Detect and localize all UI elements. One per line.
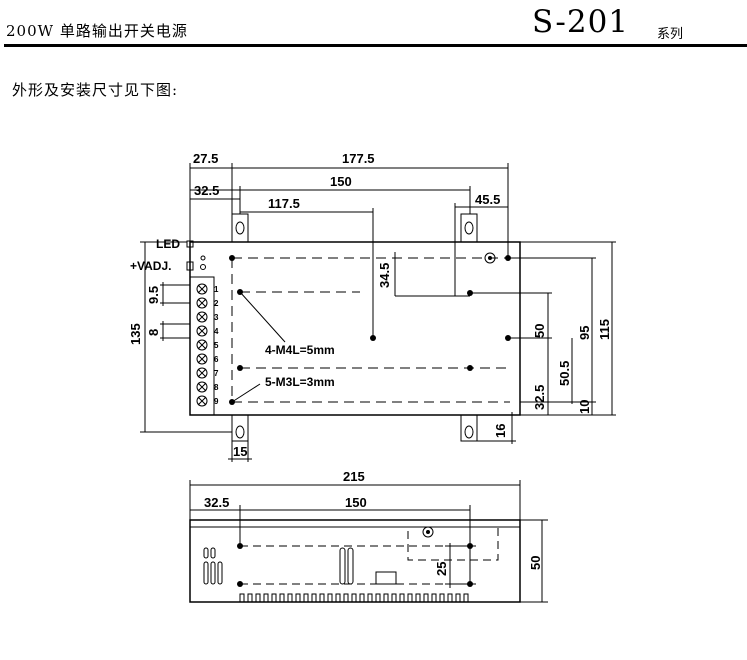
model-number: S-201 — [532, 4, 630, 40]
dim-117-5: 117.5 — [268, 196, 300, 211]
dim-34-5: 34.5 — [377, 263, 392, 288]
dim-95: 95 — [577, 326, 592, 340]
dim-32-5-vertical: 32.5 — [532, 385, 547, 410]
m4-screw-label: 4-M4L=5mm — [265, 343, 335, 357]
led-label: LED — [156, 237, 180, 251]
side-dim-150: 150 — [345, 495, 367, 510]
dim-16: 16 — [493, 424, 508, 438]
series-label: 系列 — [657, 27, 684, 42]
vadj-dot — [200, 264, 206, 270]
svg-text:2: 2 — [214, 299, 219, 308]
svg-text:8: 8 — [214, 383, 219, 392]
header-rule — [4, 44, 747, 47]
dim-27-5: 27.5 — [193, 151, 218, 166]
svg-text:6: 6 — [214, 355, 219, 364]
m3-screw-label: 5-M3L=3mm — [265, 375, 335, 389]
mount-tab — [231, 213, 249, 243]
bottom-dimension-lines — [228, 412, 516, 462]
dim-9-5: 9.5 — [146, 286, 161, 304]
side-view: 215 32.5 150 25 50 — [189, 469, 548, 603]
side-connector — [375, 571, 397, 585]
dim-177-5: 177.5 — [342, 151, 375, 166]
dim-10: 10 — [577, 400, 592, 414]
side-body-outline — [189, 519, 521, 603]
left-dimension-lines — [140, 241, 232, 433]
dim-8: 8 — [146, 329, 161, 336]
side-dim-25: 25 — [434, 562, 449, 576]
bottom-louvres — [239, 593, 469, 602]
svg-text:4: 4 — [214, 327, 219, 336]
tab-hole — [235, 221, 245, 235]
dim-32-5: 32.5 — [194, 183, 219, 198]
side-centre-lines — [240, 526, 499, 585]
dim-50-5: 50.5 — [557, 361, 572, 386]
mount-tab — [460, 213, 478, 243]
vadj-trimmer — [186, 261, 194, 271]
dim-50: 50 — [532, 324, 547, 338]
dim-115: 115 — [597, 319, 612, 340]
m3-leader — [231, 383, 261, 403]
svg-text:5: 5 — [214, 341, 219, 350]
dim-45-5: 45.5 — [475, 192, 500, 207]
vent-slots-left — [203, 547, 223, 585]
top-view: 27.5 177.5 32.5 150 117.5 45.5 34.5 135 … — [128, 151, 616, 462]
top-body-outline — [189, 241, 521, 416]
tab-hole — [235, 425, 245, 439]
terminal-block — [189, 276, 215, 416]
vent-slots-center — [339, 547, 354, 585]
side-dim-50: 50 — [528, 556, 543, 570]
intro-text: 外形及安装尺寸见下图: — [12, 81, 179, 99]
screw-terminals — [196, 283, 208, 407]
dim-150: 150 — [330, 174, 352, 189]
hole-centre-lines — [231, 257, 510, 403]
side-dim-215: 215 — [343, 469, 365, 484]
tab-hole — [464, 425, 474, 439]
svg-text:3: 3 — [214, 313, 219, 322]
vadj-label: +VADJ. — [130, 259, 171, 273]
svg-text:9: 9 — [214, 397, 219, 406]
mount-tab — [460, 414, 478, 442]
dim-15: 15 — [233, 444, 247, 459]
terminal-numbers: 1 2 3 4 5 6 7 8 9 — [214, 285, 219, 406]
dim-135: 135 — [128, 323, 143, 345]
side-dim-32-5: 32.5 — [204, 495, 229, 510]
product-title: 200W 单路输出开关电源 — [6, 22, 188, 40]
right-dimension-lines — [470, 241, 616, 416]
top-dimension-lines — [189, 163, 509, 338]
mount-tab — [231, 414, 249, 442]
led-dot — [200, 255, 206, 261]
svg-text:7: 7 — [214, 369, 219, 378]
tab-hole — [464, 221, 474, 235]
m4-leader — [239, 291, 286, 343]
svg-text:1: 1 — [214, 285, 219, 294]
